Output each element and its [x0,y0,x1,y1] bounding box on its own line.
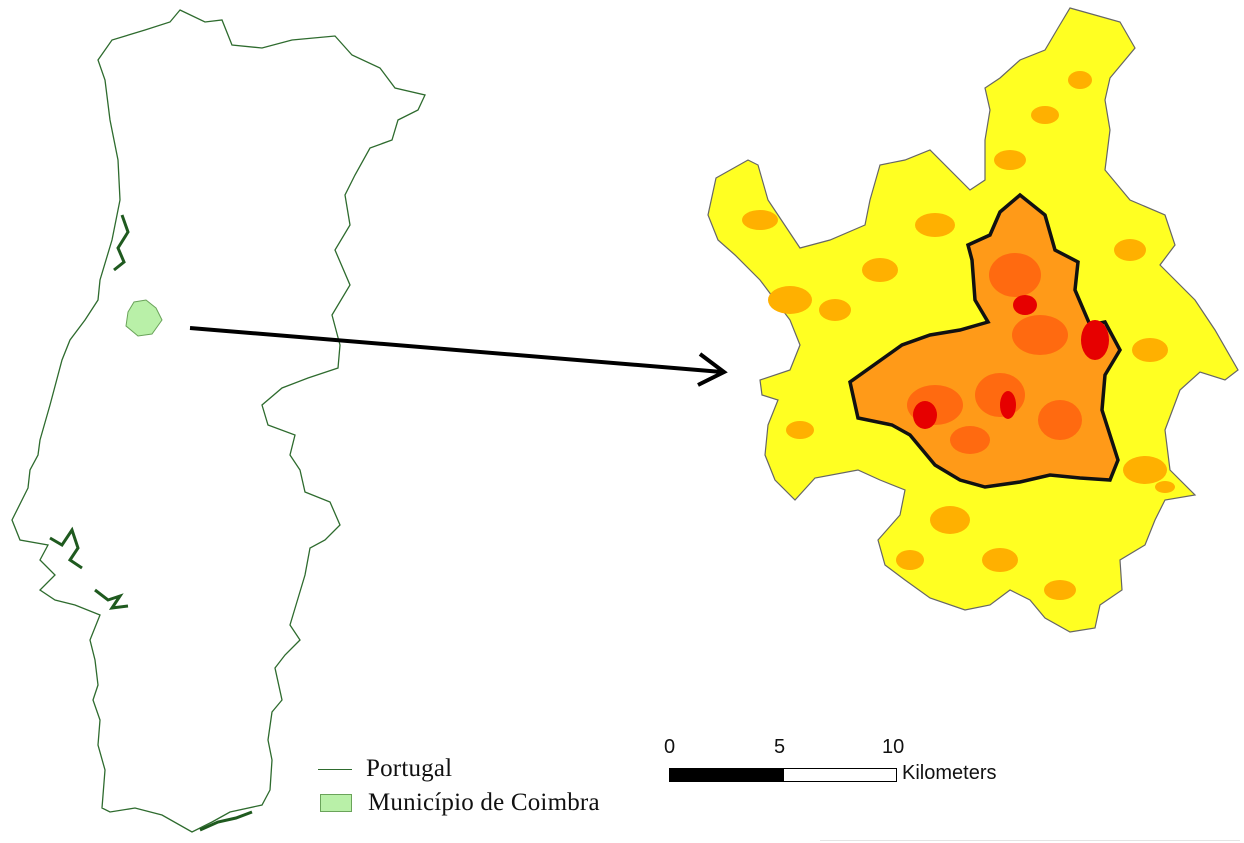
estuary-mark-algarve [199,810,253,832]
coimbra-density-map [707,7,1239,633]
scale-segment-white [783,768,897,782]
estuary-mark-sado [94,588,129,610]
scale-tick-5: 5 [774,736,786,758]
divider-line [820,840,1240,841]
coimbra-municipality-marker [125,299,163,337]
scale-bar: 0 5 10 Kilometers [660,736,1040,796]
coimbra-fill-symbol [320,794,352,812]
right-arrow-icon [189,326,728,387]
portugal-outline [11,9,426,833]
scale-segment-black [669,768,784,782]
estuary-mark-tejo [49,526,83,570]
scale-tick-0: 0 [664,736,676,758]
max-density-patches [913,295,1109,429]
legend-label-portugal: Portugal [366,755,453,782]
legend-label-coimbra: Município de Coimbra [368,789,600,816]
legend-item-portugal: Portugal [318,752,600,786]
estuary-mark-aveiro [113,214,130,272]
portugal-map [11,9,426,833]
scale-unit-label: Kilometers [902,762,997,784]
density-patches [742,71,1175,600]
portugal-line-symbol [318,768,352,770]
map-legend: Portugal Município de Coimbra [318,752,600,820]
coimbra-detail-outline [707,7,1239,633]
scale-tick-10: 10 [882,736,905,758]
legend-item-coimbra: Município de Coimbra [318,786,600,820]
